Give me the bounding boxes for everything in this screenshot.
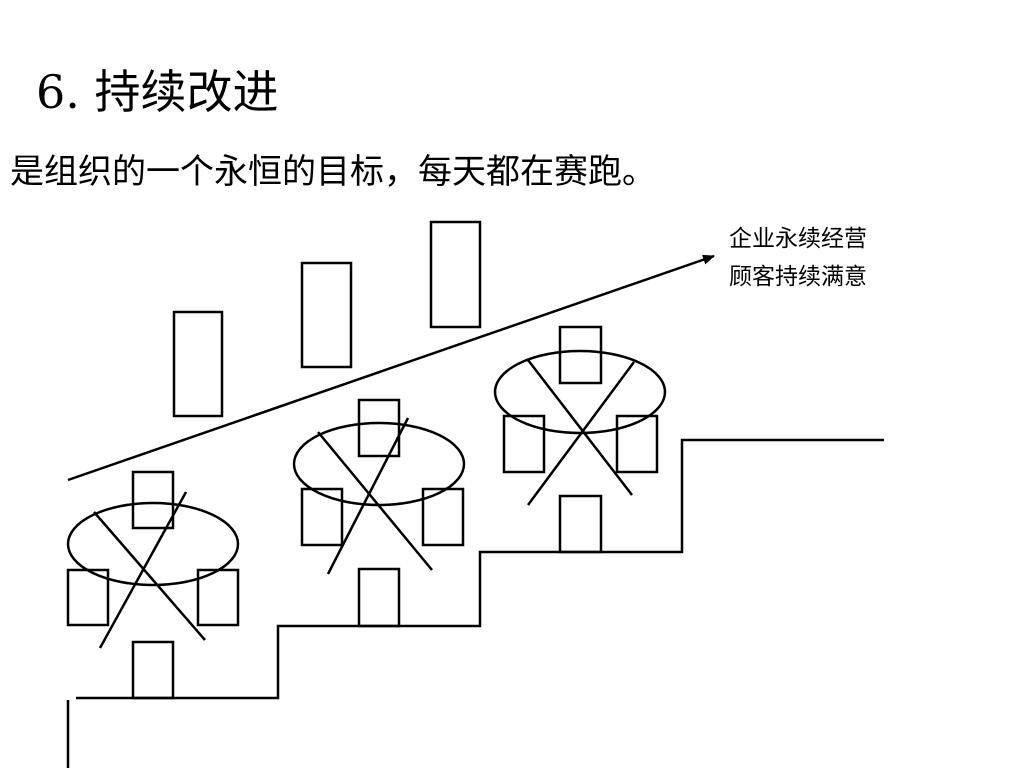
chair-top xyxy=(357,398,401,458)
trend-arrow xyxy=(67,254,715,482)
chair-top xyxy=(131,470,175,530)
standard-block-2 xyxy=(300,261,353,369)
chair-bottom xyxy=(558,494,603,554)
chair-bottom xyxy=(131,640,175,700)
table-group-3 xyxy=(493,325,667,554)
table-group-1 xyxy=(66,470,240,700)
standard-block-3 xyxy=(429,220,482,329)
slide-title: 6. 持续改进 xyxy=(36,65,279,119)
chair-left xyxy=(66,568,110,627)
chair-right xyxy=(196,568,240,627)
slide-subtitle: 是组织的一个永恒的目标，每天都在赛跑。 xyxy=(10,152,656,192)
standard-block-1 xyxy=(172,310,224,418)
table-group-2 xyxy=(292,398,466,628)
goal-label-1: 企业永续经营 xyxy=(729,226,867,252)
chair-right xyxy=(421,487,465,547)
chair-top xyxy=(558,325,603,385)
chair-bottom xyxy=(357,567,401,628)
table-ellipse xyxy=(66,501,240,587)
chair-right xyxy=(615,414,659,474)
chair-left xyxy=(300,487,344,547)
table-ellipse xyxy=(493,349,667,435)
chair-left xyxy=(502,414,546,474)
staircase-line xyxy=(66,438,884,768)
goal-label-2: 顾客持续满意 xyxy=(729,264,867,290)
